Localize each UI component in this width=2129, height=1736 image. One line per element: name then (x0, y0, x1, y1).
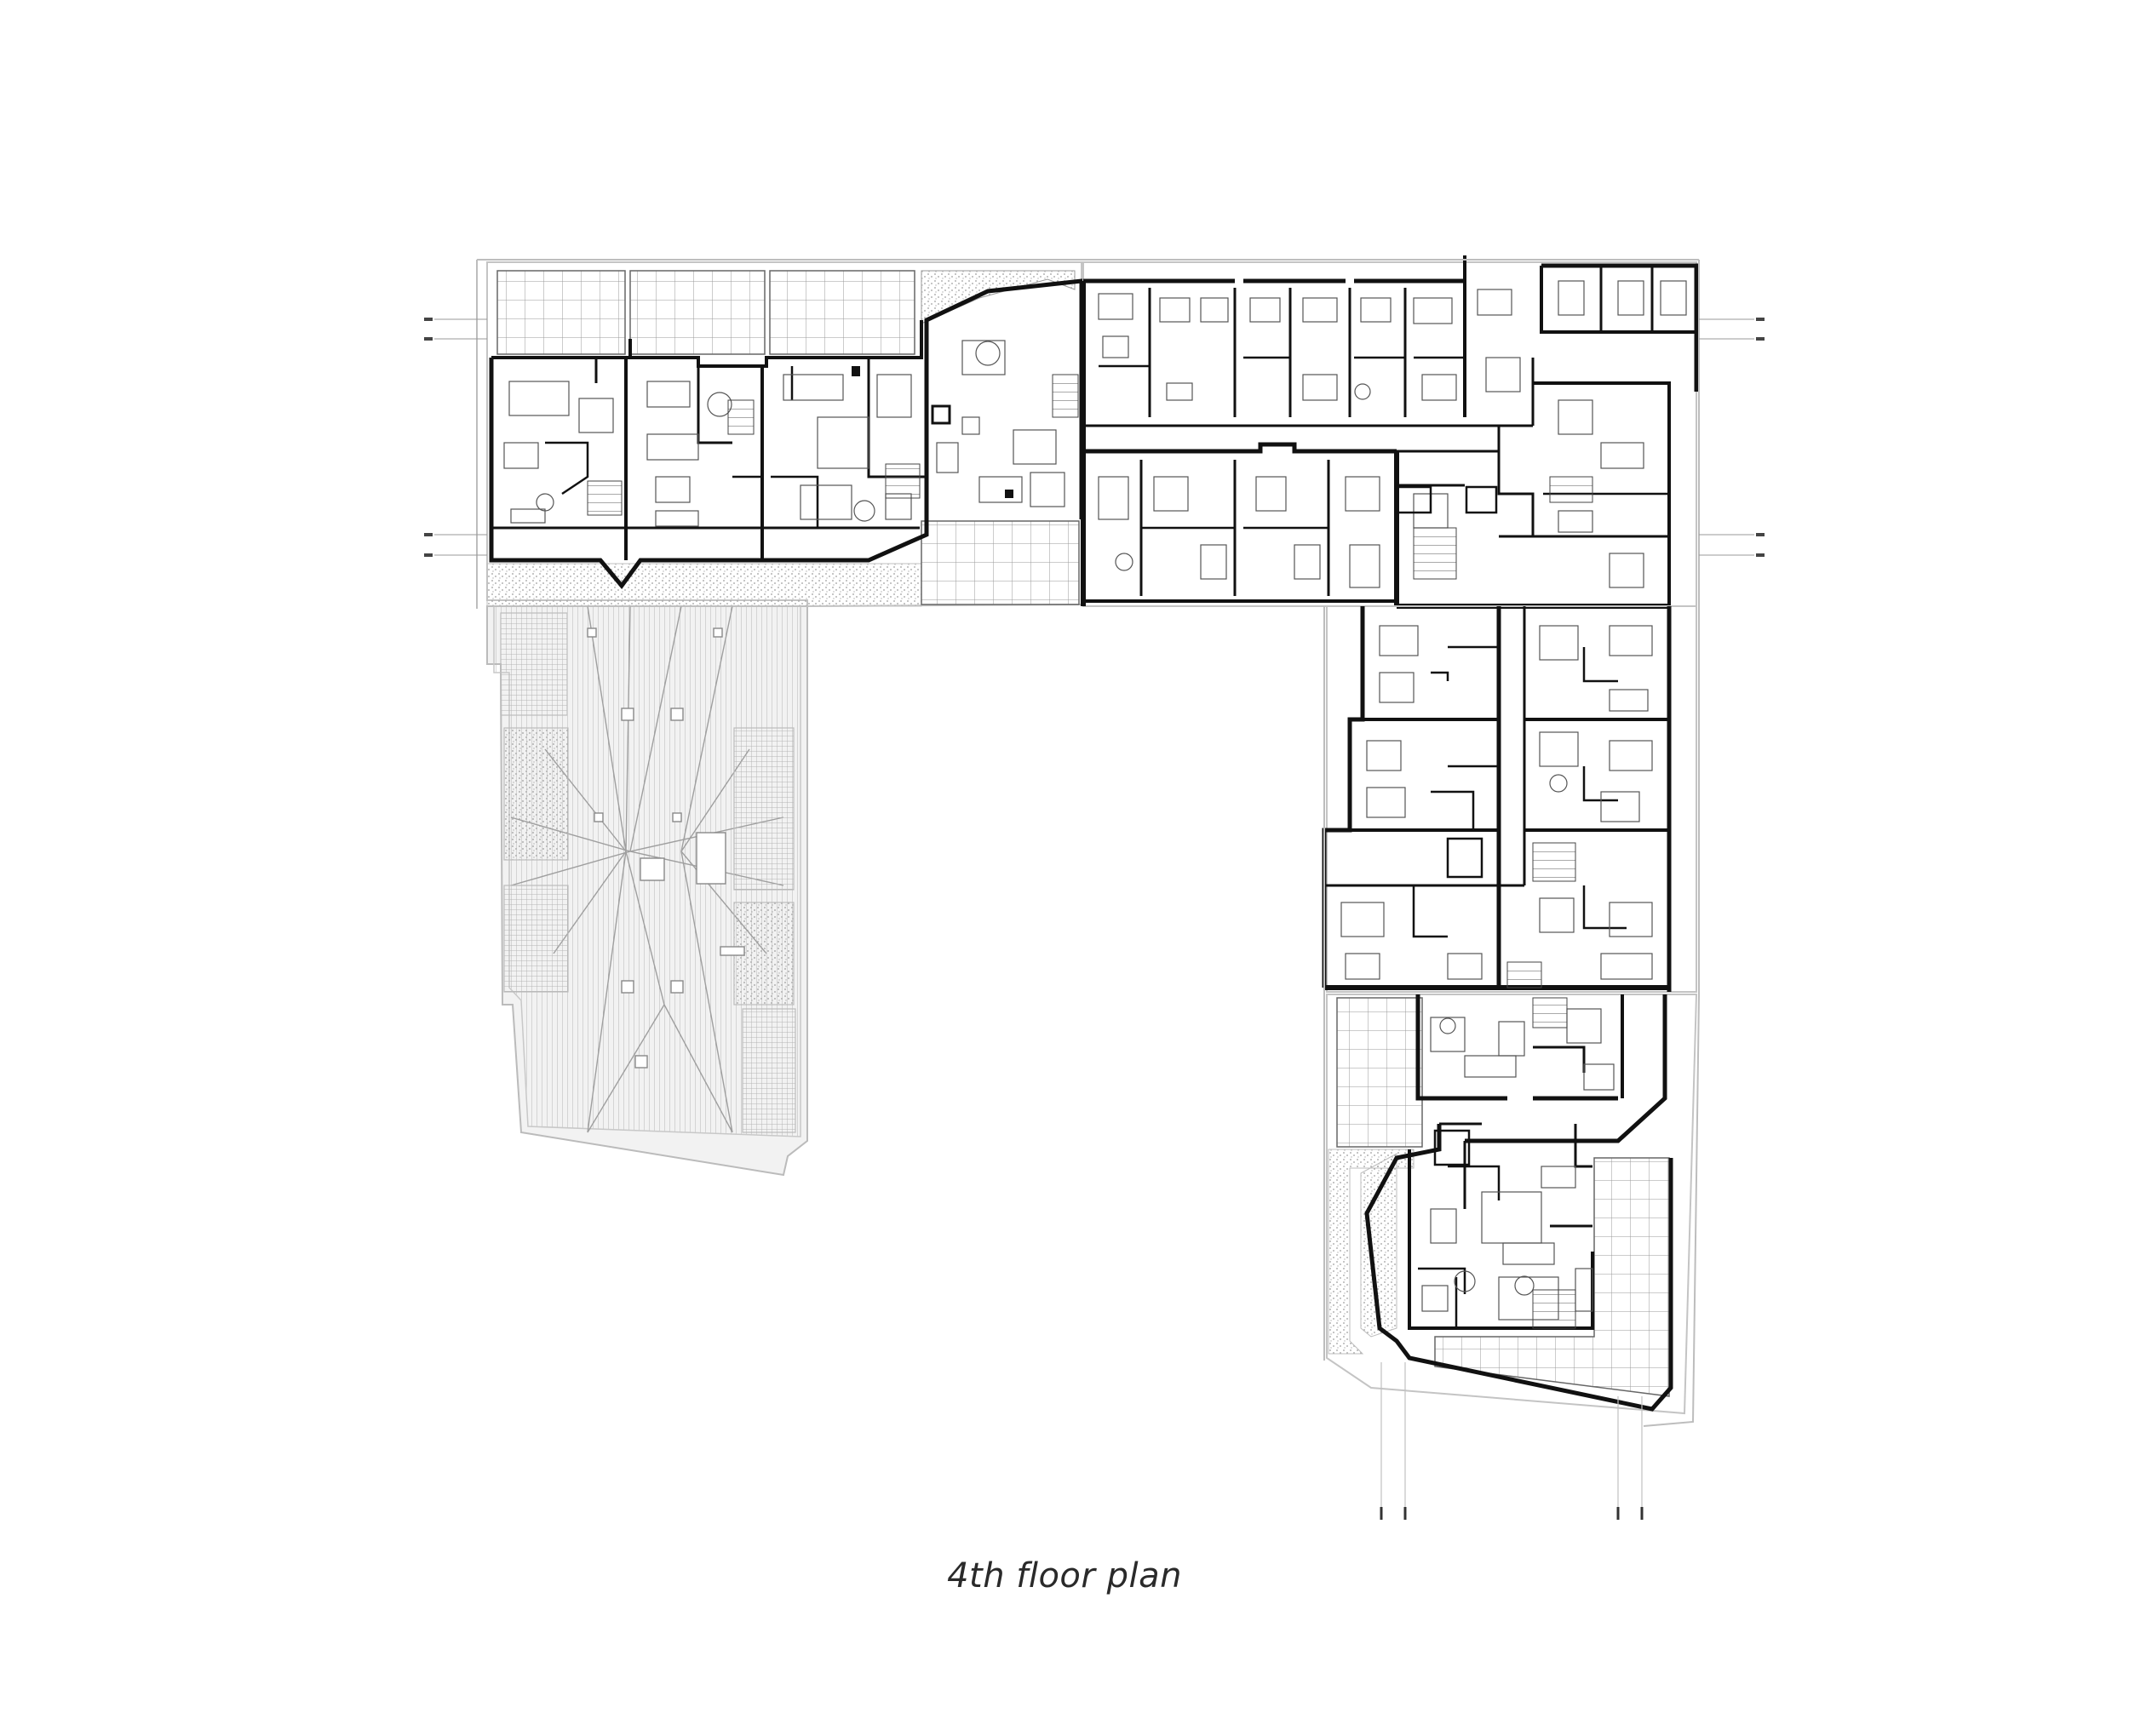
apartments-right-wing (1322, 605, 1697, 993)
apartments-lower-right (1326, 994, 1698, 1415)
grid-axis-icon (1380, 1362, 1644, 1520)
terrace-top-left (496, 270, 1076, 355)
drawing-caption: 4th floor plan (947, 1556, 1182, 1596)
apartments-top-right (1081, 255, 1699, 609)
level-marker-icon (434, 318, 1754, 556)
roof-wing-left (486, 605, 808, 1177)
